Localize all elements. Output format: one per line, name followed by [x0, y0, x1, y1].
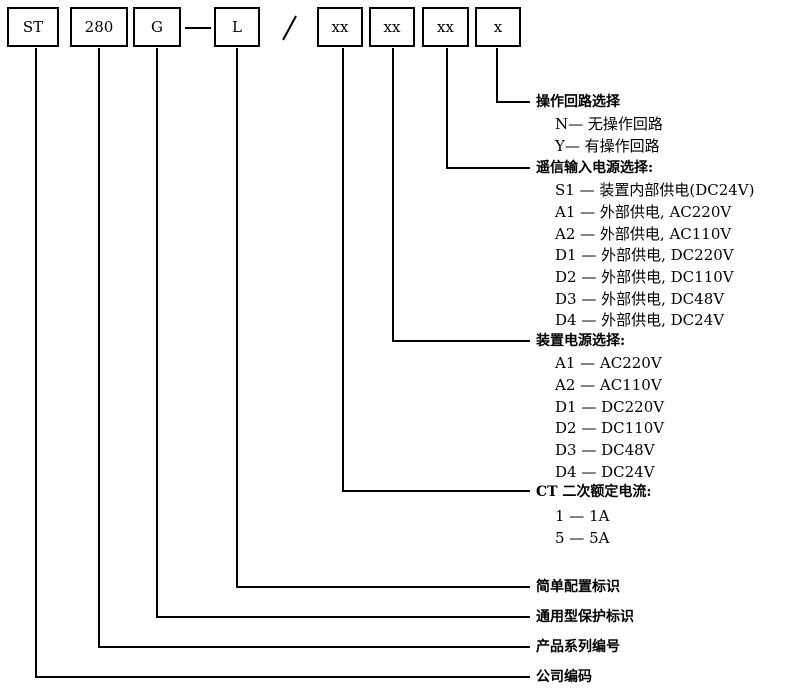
code-box-xx-2: xx [369, 7, 415, 47]
connector-config [236, 48, 530, 588]
code-box-st: ST [7, 7, 59, 47]
device-power-option: D2 — DC110V [555, 419, 665, 437]
op-loop-title: 操作回路选择 [536, 94, 620, 110]
connector-device-power [392, 48, 530, 342]
remote-power-option: D4 — 外部供电, DC24V [555, 311, 725, 329]
connector-protection [156, 48, 530, 618]
code-box-x: x [475, 7, 521, 47]
code-box-l: L [214, 7, 260, 47]
code-box-xx-1: xx [317, 7, 363, 47]
connector-company [35, 48, 530, 678]
company-code-label: 公司编码 [536, 669, 592, 685]
remote-power-option: A2 — 外部供电, AC110V [555, 225, 732, 243]
op-loop-option: Y— 有操作回路 [555, 137, 660, 155]
general-protection-label: 通用型保护标识 [536, 609, 634, 625]
connector-remote-power [446, 48, 530, 169]
simple-config-label: 简单配置标识 [536, 579, 620, 595]
op-loop-option: N— 无操作回路 [555, 115, 663, 133]
slash-separator [282, 15, 297, 41]
connector-op-loop [496, 48, 530, 103]
device-power-option: A1 — AC220V [555, 354, 662, 372]
ct-current-title: CT 二次额定电流: [536, 484, 652, 500]
code-box-280: 280 [70, 7, 128, 47]
remote-power-option: D3 — 外部供电, DC48V [555, 290, 725, 308]
connector-ct [342, 48, 530, 492]
code-box-xx-3: xx [422, 7, 469, 47]
ct-current-option: 1 — 1A [555, 507, 610, 525]
remote-power-option: S1 — 装置内部供电(DC24V) [555, 181, 755, 199]
remote-power-option: D2 — 外部供电, DC110V [555, 268, 734, 286]
product-series-label: 产品系列编号 [536, 639, 620, 655]
device-power-option: D3 — DC48V [555, 441, 655, 459]
connector-series [98, 48, 530, 648]
device-power-option: D1 — DC220V [555, 398, 665, 416]
remote-power-title: 遥信输入电源选择: [536, 160, 654, 176]
device-power-option: D4 — DC24V [555, 463, 655, 481]
remote-power-option: D1 — 外部供电, DC220V [555, 246, 734, 264]
ct-current-option: 5 — 5A [555, 529, 610, 547]
device-power-option: A2 — AC110V [555, 376, 662, 394]
remote-power-option: A1 — 外部供电, AC220V [555, 203, 732, 221]
device-power-title: 装置电源选择: [536, 333, 626, 349]
code-box-g: G [133, 7, 181, 47]
